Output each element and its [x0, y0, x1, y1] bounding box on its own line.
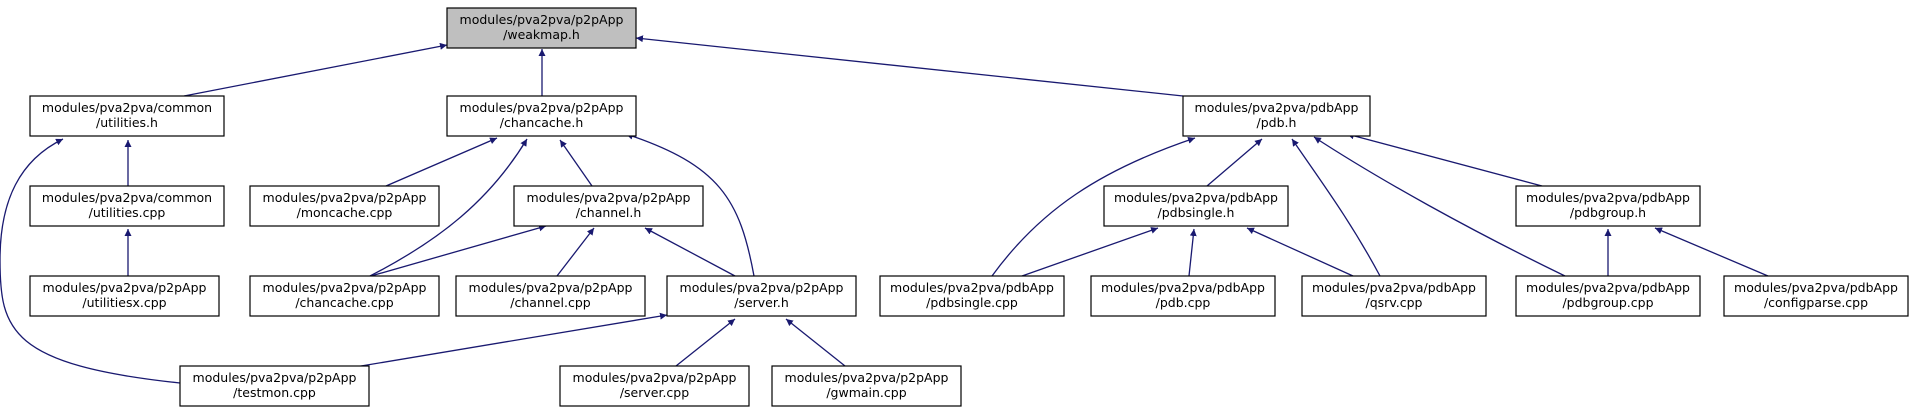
node-weakmap-h[interactable]: modules/pva2pva/p2pApp /weakmap.h — [446, 7, 637, 49]
node-channel-cpp-line1: modules/pva2pva/p2pApp — [469, 280, 633, 295]
node-server-h[interactable]: modules/pva2pva/p2pApp /server.h — [666, 275, 857, 317]
node-chancache-cpp-line1: modules/pva2pva/p2pApp — [263, 280, 427, 295]
node-weakmap-h-line1: modules/pva2pva/p2pApp — [460, 12, 624, 27]
edge-channel-cpp-to-channel-h — [556, 227, 595, 277]
edge-server-cpp-to-server-h — [675, 318, 736, 367]
node-pdb-cpp-line1: modules/pva2pva/pdbApp — [1101, 280, 1265, 295]
node-pdbgroup-cpp[interactable]: modules/pva2pva/pdbApp /pdbgroup.cpp — [1515, 275, 1701, 317]
node-moncache-cpp-line1: modules/pva2pva/p2pApp — [263, 190, 427, 205]
edge-gwmain-cpp-to-server-h — [785, 318, 846, 367]
edge-pdbgroup-h-to-pdb-h — [1346, 132, 1543, 187]
node-utilities-h-line2: /utilities.h — [96, 115, 158, 130]
node-pdb-cpp-line2: /pdb.cpp — [1156, 295, 1211, 310]
edge-moncache-cpp-to-chancache-h — [385, 137, 498, 187]
node-channel-h-line2: /channel.h — [576, 205, 642, 220]
edge-testmon-cpp-to-server-h — [354, 312, 668, 368]
node-utilities-cpp-line1: modules/pva2pva/common — [42, 190, 212, 205]
node-channel-cpp[interactable]: modules/pva2pva/p2pApp /channel.cpp — [455, 275, 646, 317]
node-configparse-cpp-line2: /configparse.cpp — [1764, 295, 1868, 310]
node-utilitiesx-cpp-line1: modules/pva2pva/p2pApp — [43, 280, 207, 295]
node-testmon-cpp-line2: /testmon.cpp — [233, 385, 316, 400]
node-server-cpp-line1: modules/pva2pva/p2pApp — [573, 370, 737, 385]
node-pdbsingle-h-line1: modules/pva2pva/pdbApp — [1114, 190, 1278, 205]
node-pdbsingle-h-line2: /pdbsingle.h — [1158, 205, 1235, 220]
node-chancache-h-line2: /chancache.h — [500, 115, 584, 130]
edge-utilities-h-to-weakmap-h — [183, 42, 448, 97]
node-qsrv-cpp-line1: modules/pva2pva/pdbApp — [1312, 280, 1476, 295]
node-pdbsingle-cpp-line2: /pdbsingle.cpp — [926, 295, 1018, 310]
node-weakmap-h-line2: /weakmap.h — [503, 27, 580, 42]
node-pdb-h[interactable]: modules/pva2pva/pdbApp /pdb.h — [1182, 95, 1371, 137]
node-moncache-cpp[interactable]: modules/pva2pva/p2pApp /moncache.cpp — [249, 185, 440, 227]
node-gwmain-cpp[interactable]: modules/pva2pva/p2pApp /gwmain.cpp — [771, 365, 962, 407]
node-utilities-cpp[interactable]: modules/pva2pva/common /utilities.cpp — [29, 185, 225, 227]
node-channel-h[interactable]: modules/pva2pva/p2pApp /channel.h — [513, 185, 704, 227]
edge-qsrv-cpp-to-pdbsingle-h — [1246, 227, 1354, 277]
edge-pdb-cpp-to-pdbsingle-h — [1188, 228, 1197, 277]
node-utilities-h[interactable]: modules/pva2pva/common /utilities.h — [29, 95, 225, 137]
node-server-cpp[interactable]: modules/pva2pva/p2pApp /server.cpp — [559, 365, 750, 407]
edge-chancache-cpp-to-channel-h — [370, 224, 547, 277]
edge-pdbsingle-h-to-pdb-h — [1206, 138, 1263, 187]
node-pdb-h-line1: modules/pva2pva/pdbApp — [1195, 100, 1359, 115]
node-utilities-cpp-line2: /utilities.cpp — [89, 205, 166, 220]
edge-server-h-to-chancache-h — [625, 132, 755, 277]
node-chancache-h[interactable]: modules/pva2pva/p2pApp /chancache.h — [446, 95, 637, 137]
edge-pdb-h-to-weakmap-h — [635, 35, 1184, 97]
node-qsrv-cpp-line2: /qsrv.cpp — [1366, 295, 1423, 310]
edge-chancache-cpp-to-chancache-h — [369, 138, 528, 277]
node-utilities-h-line1: modules/pva2pva/common — [42, 100, 212, 115]
node-pdbgroup-h-line2: /pdbgroup.h — [1570, 205, 1646, 220]
edge-pdbsingle-cpp-to-pdb-h — [991, 136, 1196, 277]
node-testmon-cpp-line1: modules/pva2pva/p2pApp — [193, 370, 357, 385]
edges-layer — [0, 35, 1769, 384]
node-pdbsingle-cpp[interactable]: modules/pva2pva/pdbApp /pdbsingle.cpp — [879, 275, 1065, 317]
node-chancache-cpp[interactable]: modules/pva2pva/p2pApp /chancache.cpp — [249, 275, 440, 317]
node-utilitiesx-cpp-line2: /utilitiesx.cpp — [82, 295, 166, 310]
node-pdbsingle-cpp-line1: modules/pva2pva/pdbApp — [890, 280, 1054, 295]
edge-configparse-cpp-to-pdbgroup-h — [1654, 227, 1769, 277]
edge-channel-h-to-chancache-h — [559, 139, 593, 187]
node-pdb-h-line2: /pdb.h — [1257, 115, 1297, 130]
node-pdbgroup-cpp-line1: modules/pva2pva/pdbApp — [1526, 280, 1690, 295]
edge-testmon-cpp-to-utilities-h — [0, 138, 181, 384]
edge-pdbgroup-cpp-to-pdb-h — [1313, 136, 1566, 277]
node-chancache-h-line1: modules/pva2pva/p2pApp — [460, 100, 624, 115]
node-pdbsingle-h[interactable]: modules/pva2pva/pdbApp /pdbsingle.h — [1103, 185, 1289, 227]
node-configparse-cpp-line1: modules/pva2pva/pdbApp — [1734, 280, 1898, 295]
node-moncache-cpp-line2: /moncache.cpp — [297, 205, 393, 220]
node-channel-h-line1: modules/pva2pva/p2pApp — [527, 190, 691, 205]
edge-server-h-to-channel-h — [644, 227, 736, 277]
nodes-layer: modules/pva2pva/p2pApp /weakmap.h module… — [29, 7, 1909, 407]
node-pdbgroup-cpp-line2: /pdbgroup.cpp — [1562, 295, 1653, 310]
edge-qsrv-cpp-to-pdb-h — [1291, 138, 1381, 277]
node-pdb-cpp[interactable]: modules/pva2pva/pdbApp /pdb.cpp — [1090, 275, 1276, 317]
node-pdbgroup-h-line1: modules/pva2pva/pdbApp — [1526, 190, 1690, 205]
node-channel-cpp-line2: /channel.cpp — [510, 295, 590, 310]
node-qsrv-cpp[interactable]: modules/pva2pva/pdbApp /qsrv.cpp — [1301, 275, 1487, 317]
node-chancache-cpp-line2: /chancache.cpp — [295, 295, 393, 310]
edge-pdbsingle-cpp-to-pdbsingle-h — [1021, 227, 1159, 277]
node-server-h-line1: modules/pva2pva/p2pApp — [680, 280, 844, 295]
node-gwmain-cpp-line1: modules/pva2pva/p2pApp — [785, 370, 949, 385]
node-server-cpp-line2: /server.cpp — [620, 385, 689, 400]
node-gwmain-cpp-line2: /gwmain.cpp — [826, 385, 906, 400]
node-testmon-cpp[interactable]: modules/pva2pva/p2pApp /testmon.cpp — [179, 365, 370, 407]
node-utilitiesx-cpp[interactable]: modules/pva2pva/p2pApp /utilitiesx.cpp — [29, 275, 220, 317]
node-pdbgroup-h[interactable]: modules/pva2pva/pdbApp /pdbgroup.h — [1515, 185, 1701, 227]
node-server-h-line2: /server.h — [734, 295, 789, 310]
node-configparse-cpp[interactable]: modules/pva2pva/pdbApp /configparse.cpp — [1723, 275, 1909, 317]
